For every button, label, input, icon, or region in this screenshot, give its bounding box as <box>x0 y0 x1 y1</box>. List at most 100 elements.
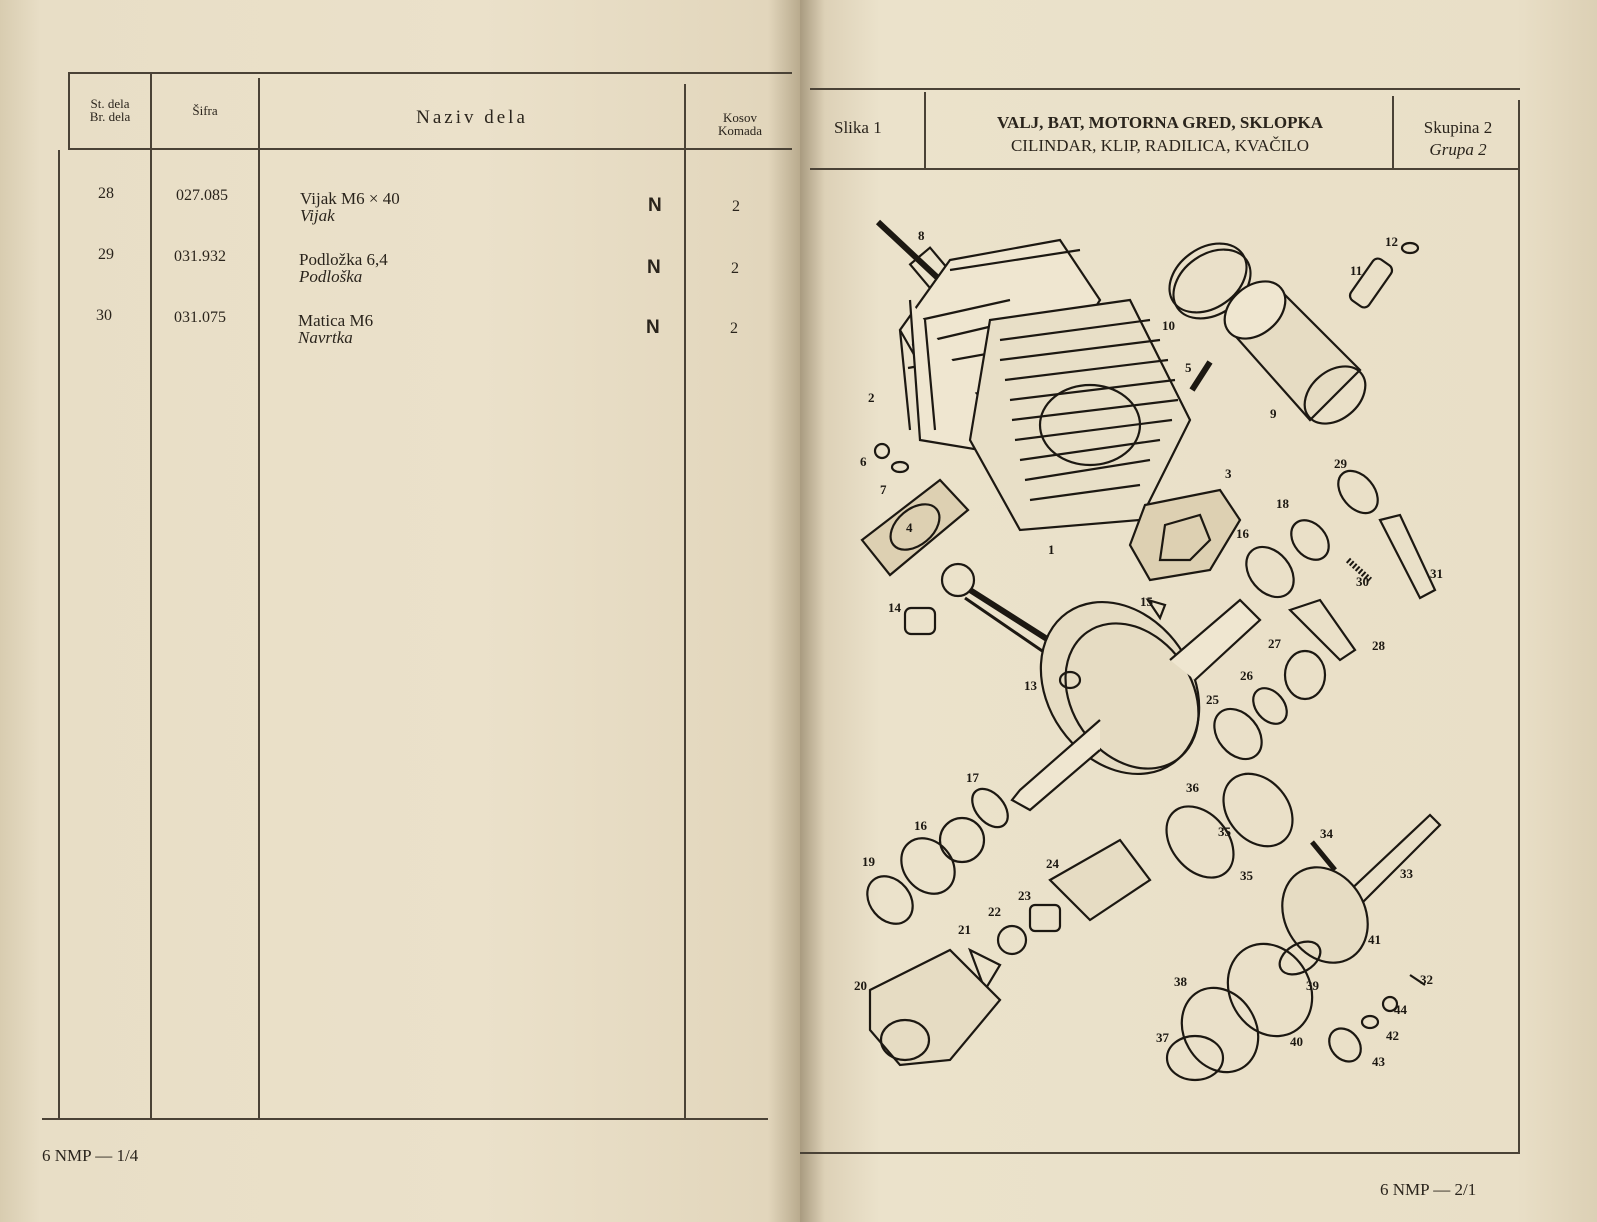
table-bottom-border <box>42 1118 768 1120</box>
callout-10: 10 <box>1162 318 1175 333</box>
row-29-code: 031.932 <box>174 248 226 265</box>
gasket-4-part <box>860 478 970 577</box>
row-29-mark: N <box>647 257 661 278</box>
section-title: VALJ, BAT, MOTORNA GRED, SKLOPKA <box>996 113 1324 132</box>
row-28-num: 28 <box>98 185 114 202</box>
figure-number: Slika 1 <box>834 118 882 137</box>
piston-pin-part <box>1348 257 1394 309</box>
callout-11: 11 <box>1350 263 1362 278</box>
callout-9: 9 <box>1270 406 1277 421</box>
washer-7-part <box>890 460 910 474</box>
callout-7: 7 <box>880 482 887 497</box>
callout-33: 33 <box>1400 866 1414 881</box>
gasket-3-part <box>1128 488 1242 582</box>
header-br-dela: Br. dela <box>89 109 131 124</box>
plate-38-part <box>1180 986 1260 1074</box>
bearing-16-part <box>1245 545 1295 599</box>
callout-39: 39 <box>1306 978 1320 993</box>
bearing-43-part <box>1328 1027 1362 1063</box>
pin-32-part <box>1409 974 1426 986</box>
right-header-divider-2 <box>1392 96 1394 168</box>
push-rod-33-part <box>1343 813 1442 907</box>
callout-35a: 35 <box>1218 824 1232 839</box>
right-frame-right <box>1518 100 1520 1152</box>
rod-34-part <box>1310 840 1337 872</box>
callout-40: 40 <box>1290 1034 1303 1049</box>
callout-38: 38 <box>1174 974 1188 989</box>
piston-part <box>1223 280 1367 425</box>
callout-44: 44 <box>1394 1002 1408 1017</box>
bearing-29-part <box>1337 469 1379 515</box>
header-st-dela: St. dela <box>90 96 130 111</box>
bushing-14-part <box>903 606 937 636</box>
callout-13: 13 <box>1024 678 1038 693</box>
gear-24-part <box>1048 838 1152 922</box>
callout-4: 4 <box>906 520 913 535</box>
washer-42-part <box>1360 1014 1380 1030</box>
row-29-qty: 2 <box>731 260 739 277</box>
group-label-alt: Grupa 2 <box>1429 140 1487 159</box>
right-page-footer: 6 NMP — 2/1 <box>1380 1180 1477 1199</box>
crankshaft-part <box>1010 598 1262 812</box>
callout-16b: 16 <box>914 818 928 833</box>
ring-26-part <box>1252 687 1288 725</box>
bearing-19-lower-part <box>900 837 956 895</box>
callout-19: 19 <box>862 854 876 869</box>
callout-30: 30 <box>1356 574 1369 589</box>
row-28-name-alt: Vijak <box>300 206 335 225</box>
callout-21: 21 <box>958 922 971 937</box>
callout-26: 26 <box>1240 668 1254 683</box>
spring-30-part <box>1345 557 1373 583</box>
callout-17: 17 <box>966 770 980 785</box>
row-29-name: Podložka 6,4 <box>299 250 388 269</box>
table-top-border <box>68 72 792 74</box>
callout-25: 25 <box>1206 692 1220 707</box>
nut-27-part <box>1283 649 1327 701</box>
callout-3: 3 <box>1225 466 1232 481</box>
callout-15: 15 <box>1140 594 1154 609</box>
col-line-0 <box>58 150 60 1118</box>
callout-22: 22 <box>988 904 1001 919</box>
header-bottom-border <box>68 148 792 150</box>
washer-21-part <box>967 947 1002 993</box>
col-line-1 <box>150 72 152 1118</box>
row-30-name: Matica M6 <box>298 311 374 330</box>
nut-44-part <box>1381 995 1399 1013</box>
nut-6-part <box>873 442 891 460</box>
row-30-mark: N <box>646 317 660 338</box>
seal-19-part <box>866 875 914 925</box>
callout-6: 6 <box>860 454 867 469</box>
seal-17-part <box>971 787 1009 829</box>
callout-28: 28 <box>1372 638 1386 653</box>
cylinder-block-part <box>968 298 1192 532</box>
group-label: Skupina 2 <box>1423 118 1493 137</box>
callout-23: 23 <box>1018 888 1032 903</box>
right-header-divider-1 <box>924 92 926 168</box>
header-naziv: Naziv dela <box>416 107 528 128</box>
plate-35a-part <box>1165 805 1235 879</box>
header-kosov: Kosov <box>723 110 757 125</box>
header-komada: Komada <box>717 123 763 138</box>
row-30-num: 30 <box>96 307 112 324</box>
callout-37: 37 <box>1156 1030 1170 1045</box>
row-30-name-alt: Navrtka <box>298 328 353 347</box>
seal-18-part <box>1290 519 1330 561</box>
pin-clip-part <box>1400 241 1420 255</box>
sprocket-16-part <box>938 816 986 864</box>
header-sifra: Šifra <box>192 103 218 118</box>
nut-22-part <box>996 924 1028 956</box>
plate-41-part <box>1281 866 1369 964</box>
callout-34: 34 <box>1320 826 1334 841</box>
stud-5-part <box>1189 360 1213 392</box>
right-header-top-border <box>810 88 1520 90</box>
lever-31-part <box>1378 513 1437 600</box>
callout-35b: 35 <box>1240 868 1254 883</box>
right-page: Slika 1 VALJ, BAT, MOTORNA GRED, SKLOPKA… <box>800 0 1597 1222</box>
plate-35b-part <box>1222 772 1294 848</box>
callout-31: 31 <box>1430 566 1443 581</box>
clutch-housing-20-part <box>868 948 1002 1067</box>
callout-42: 42 <box>1386 1028 1399 1043</box>
right-frame-bottom <box>800 1152 1520 1154</box>
plate-40-part <box>1226 942 1314 1038</box>
callout-1: 1 <box>1048 542 1055 557</box>
